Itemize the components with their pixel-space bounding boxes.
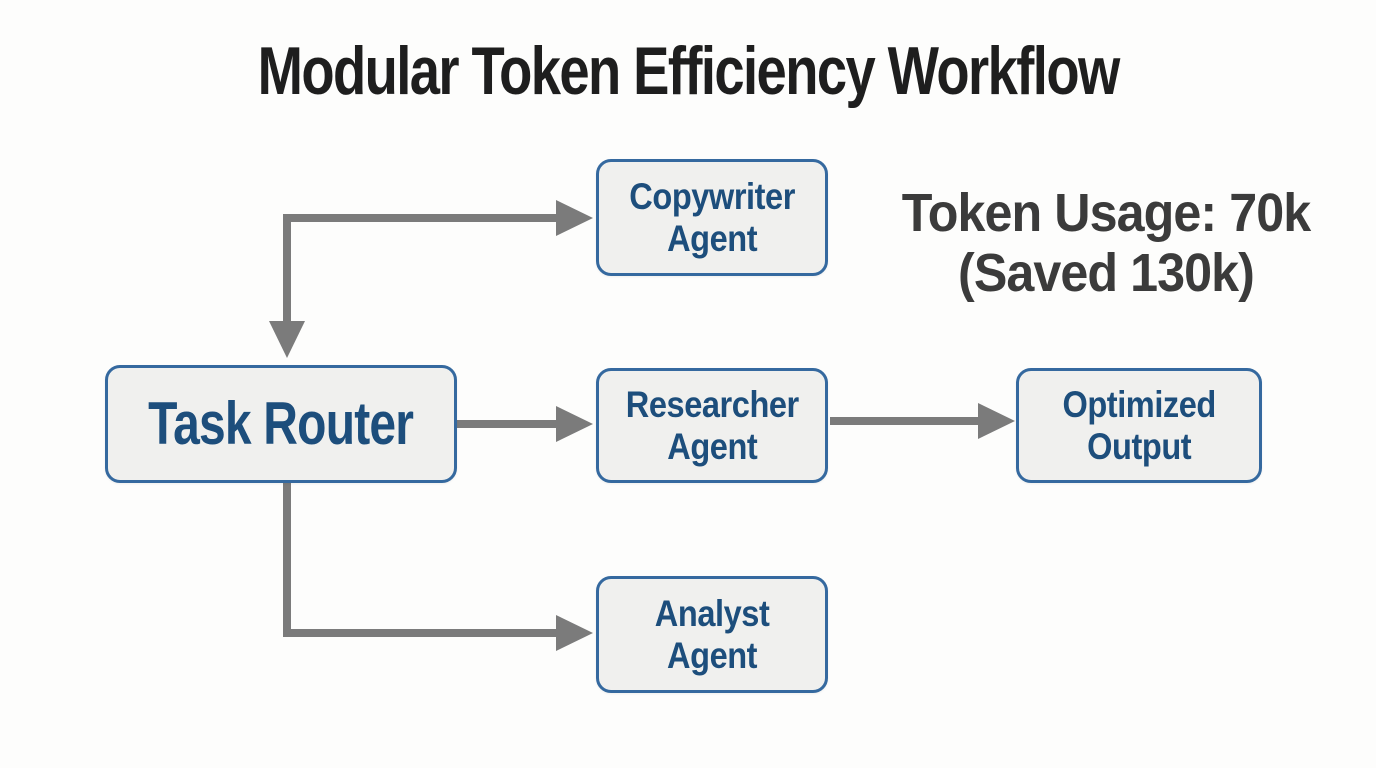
node-copywriter-agent-label: Copywriter Agent <box>629 175 795 259</box>
arrow-researcher-to-optimized <box>830 403 1015 439</box>
arrowhead-right-optimized <box>978 403 1015 439</box>
arrowhead-right-researcher <box>556 406 593 442</box>
token-usage-annotation: Token Usage: 70k (Saved 130k) <box>901 183 1311 303</box>
arrowhead-down-task-router <box>269 321 305 358</box>
arrowhead-right-analyst <box>556 615 593 651</box>
node-copywriter-agent: Copywriter Agent <box>596 159 828 276</box>
node-optimized-output-label: Optimized Output <box>1062 383 1216 467</box>
arrow-task-router-to-researcher <box>457 406 593 442</box>
node-researcher-agent-label: Researcher Agent <box>625 383 799 467</box>
arrowhead-right-copywriter <box>556 200 593 236</box>
node-analyst-agent: Analyst Agent <box>596 576 828 693</box>
node-researcher-agent: Researcher Agent <box>596 368 828 483</box>
node-analyst-agent-label: Analyst Agent <box>654 592 770 676</box>
node-task-router: Task Router <box>105 365 457 483</box>
arrow-junction-to-copywriter-and-task-router <box>269 200 593 358</box>
arrow-task-router-to-analyst <box>283 483 593 651</box>
page-title: Modular Token Efficiency Workflow <box>0 36 1376 106</box>
node-optimized-output: Optimized Output <box>1016 368 1262 483</box>
token-saved-line: (Saved 130k) <box>958 243 1255 303</box>
page-title-text: Modular Token Efficiency Workflow <box>257 33 1120 109</box>
node-task-router-label: Task Router <box>148 390 414 457</box>
token-usage-line: Token Usage: 70k <box>901 183 1311 243</box>
